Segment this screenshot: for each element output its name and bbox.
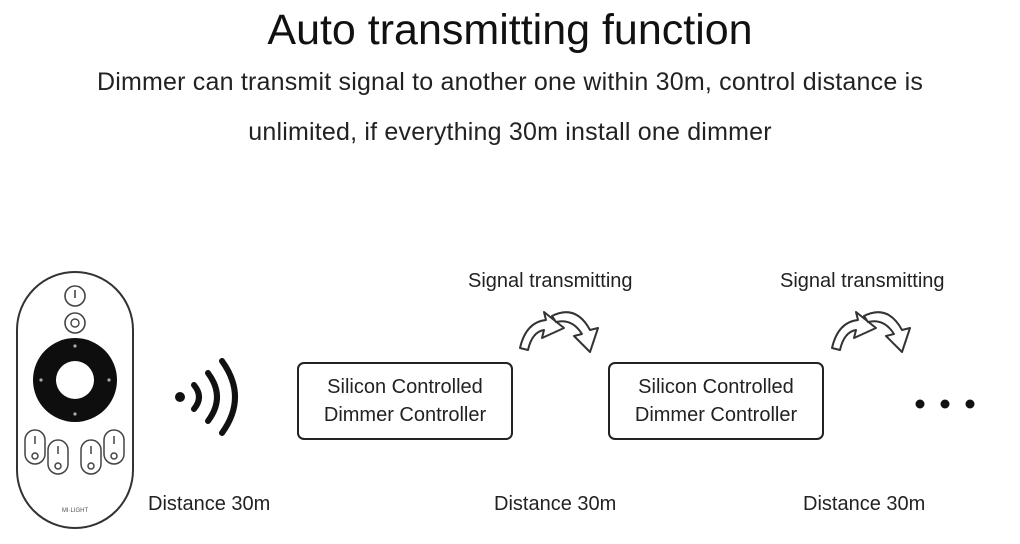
distance-label-2: Distance 30m [494, 493, 617, 515]
distance-label-1: Distance 30m [148, 493, 271, 515]
dimmer-controller-box-1: Silicon Controlled Dimmer Controller [297, 362, 513, 440]
box-line-1: Silicon Controlled [638, 376, 794, 398]
ellipsis-icon [915, 399, 975, 409]
distance-label-3: Distance 30m [803, 493, 926, 515]
description-line-1: Dimmer can transmit signal to another on… [96, 68, 924, 96]
page-title: Auto transmitting function [267, 6, 753, 54]
signal-transmitting-label-2: Signal transmitting [780, 270, 945, 292]
curved-arrow-icon [519, 311, 599, 353]
box-line-1: Silicon Controlled [327, 376, 483, 398]
box-line-2: Dimmer Controller [323, 404, 487, 426]
signal-transmitting-label-1: Signal transmitting [468, 270, 633, 292]
wireless-signal-icon [175, 358, 238, 436]
dimmer-controller-box-2: Silicon Controlled Dimmer Controller [608, 362, 824, 440]
curved-arrow-icon [831, 311, 911, 353]
remote-brand-label: MI·LIGHT [62, 508, 89, 514]
box-line-2: Dimmer Controller [634, 404, 798, 426]
description-line-2: unlimited, if everything 30m install one… [248, 118, 772, 146]
remote-control-icon: MI·LIGHT [16, 271, 134, 529]
